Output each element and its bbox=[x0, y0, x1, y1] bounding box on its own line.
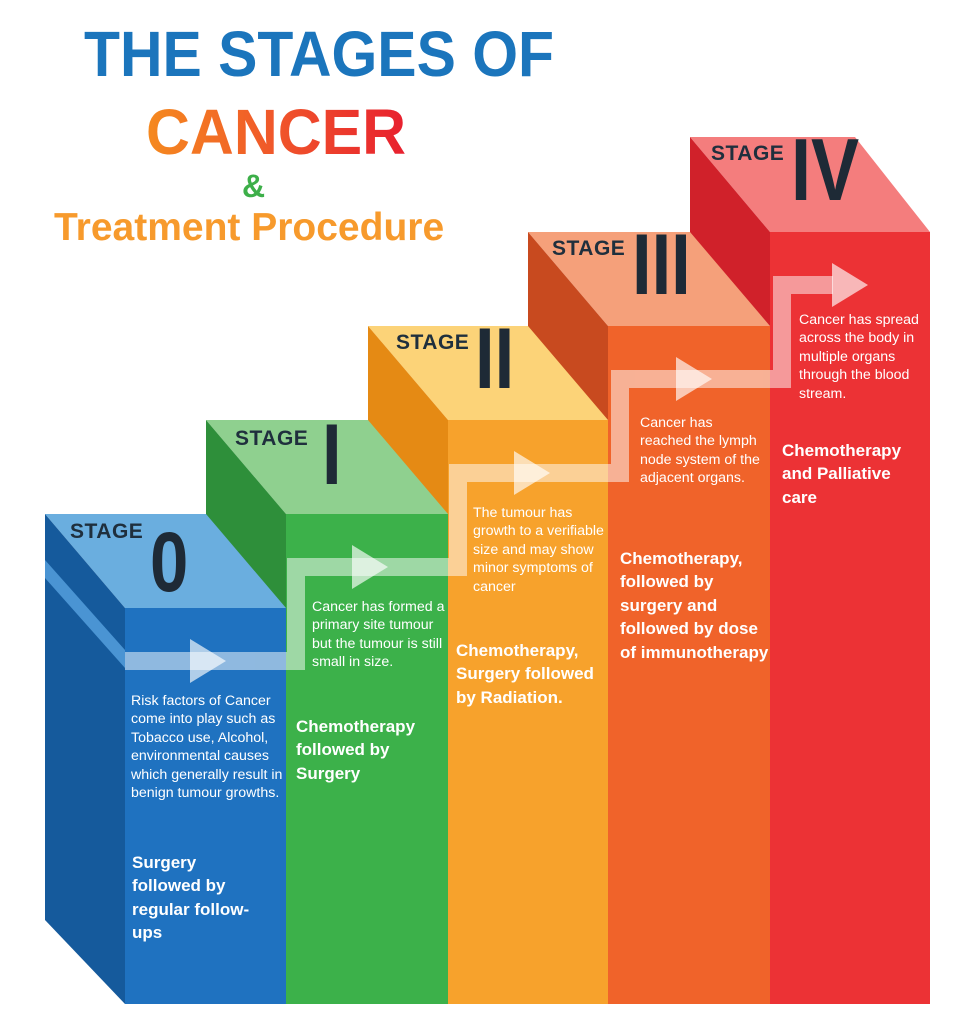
stage-ii-description: The tumour has growth to a verifiable si… bbox=[473, 505, 604, 595]
arrowhead-3 bbox=[676, 357, 712, 401]
stage-iii-label: STAGE bbox=[552, 237, 626, 260]
stage-0-front bbox=[125, 608, 286, 1004]
stage-iii-numeral: III bbox=[632, 217, 691, 313]
stage-0-treatment: Surgery followed by regular follow-ups bbox=[132, 853, 250, 943]
stage-iii-top bbox=[528, 232, 770, 326]
stage-0-block bbox=[45, 514, 286, 1004]
stage-0-top bbox=[45, 514, 286, 608]
progression-arrowheads bbox=[190, 263, 868, 683]
title-line-1: THE STAGES OF bbox=[84, 18, 554, 90]
title-line-3: Treatment Procedure bbox=[54, 206, 445, 249]
stage-i-front bbox=[286, 514, 448, 1004]
stage-ii-numeral: II bbox=[475, 311, 515, 407]
stage-iii-front bbox=[608, 326, 770, 1004]
progression-arrow bbox=[125, 276, 833, 670]
title-ampersand: & bbox=[242, 168, 266, 204]
arrowhead-2 bbox=[514, 451, 550, 495]
title-line-2: CANCER bbox=[146, 96, 407, 168]
stage-iv-numeral: IV bbox=[791, 120, 860, 219]
stage-iv-treatment: Chemotherapy and Palliative care bbox=[782, 441, 902, 507]
stage-iii-description: Cancer has reached the lymph node system… bbox=[640, 415, 760, 487]
stage-iv-front bbox=[770, 232, 930, 1004]
stage-0-side-band bbox=[45, 560, 125, 668]
stage-ii-label: STAGE bbox=[396, 331, 470, 354]
stage-0-numeral: 0 bbox=[150, 515, 189, 609]
stage-iv-label: STAGE bbox=[711, 142, 785, 165]
stage-0-label: STAGE bbox=[70, 520, 144, 543]
arrowhead-0 bbox=[190, 639, 226, 683]
stage-i-treatment: Chemotherapy followed by Surgery bbox=[296, 717, 416, 783]
arrowhead-4 bbox=[832, 263, 868, 307]
stage-iii-treatment: Chemotherapy, followed by surgery and fo… bbox=[620, 549, 769, 662]
stage-ii-treatment: Chemotherapy, Surgery followed by Radiat… bbox=[456, 641, 594, 707]
stage-i-description: Cancer has formed a primary site tumour … bbox=[312, 599, 445, 671]
stage-i-top bbox=[206, 420, 448, 514]
stage-0-description: Risk factors of Cancer come into play su… bbox=[131, 693, 283, 802]
arrowhead-1 bbox=[352, 545, 388, 589]
stage-i-numeral: I bbox=[322, 407, 342, 503]
stage-iv-description: Cancer has spread across the body in mul… bbox=[799, 312, 919, 402]
stage-i-label: STAGE bbox=[235, 427, 309, 450]
stage-ii-front bbox=[448, 420, 608, 1004]
